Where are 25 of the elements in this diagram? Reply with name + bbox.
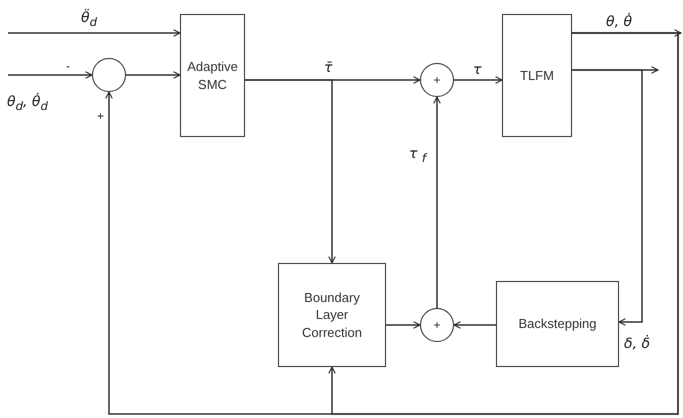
arrow [386, 321, 421, 329]
sign-label: - [66, 60, 70, 72]
arrow [328, 32, 679, 415]
block-label: Boundary Layer Correction [301, 288, 363, 342]
plus-sign: + [432, 316, 442, 334]
summing-junction [420, 63, 454, 97]
block-label: Backstepping [517, 315, 598, 334]
block [496, 281, 619, 367]
block-label: Adaptive SMC [186, 58, 239, 94]
block-label: TLFM [519, 66, 555, 85]
arrow [572, 69, 643, 326]
sign-label: + [97, 110, 104, 122]
block [180, 14, 245, 137]
arrow [454, 76, 503, 84]
summing-junction [92, 58, 126, 92]
arrow [8, 29, 181, 37]
arrow [245, 79, 336, 264]
arrow [453, 321, 496, 329]
summing-junction [420, 308, 454, 342]
arrow [8, 71, 93, 79]
arrow [126, 71, 181, 79]
block [278, 263, 386, 367]
block [502, 14, 572, 137]
plus-sign: + [432, 72, 442, 89]
arrow [433, 96, 441, 308]
